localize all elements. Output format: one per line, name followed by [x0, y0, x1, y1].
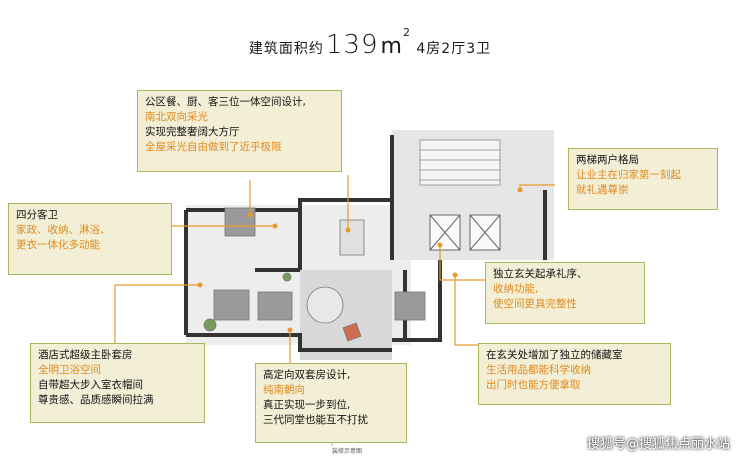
callout-text: 更衣一体化多动能	[16, 239, 100, 251]
leader-lines	[114, 175, 555, 365]
callout-double-suite: 高定向双套房设计, 纯南朝向 真正实现一步到位, 三代同堂也能互不打扰	[255, 363, 407, 443]
callout-text: 全屋采光自由做到了近乎极限	[145, 141, 282, 153]
callout-text: 高定向双套房设计,	[263, 369, 351, 381]
callout-text: 生活用品都能科学收纳	[486, 364, 591, 376]
callout-master-suite: 酒店式超级主卧套房 全明卫浴空间 自带超大步入室衣帽间 尊贵感、品质感瞬间拉满	[30, 343, 205, 423]
bed-2	[257, 291, 293, 321]
callout-text: 收纳功能,	[493, 283, 539, 295]
area-number: 139	[325, 30, 379, 60]
callout-text: 四分客卫	[16, 209, 58, 221]
bed-3	[394, 291, 426, 321]
plan-caption: 装修示意图	[332, 448, 363, 455]
callout-text: 三代同堂也能互不打扰	[263, 414, 368, 426]
armchair	[342, 322, 362, 342]
area-unit: m	[380, 34, 403, 59]
coffee-table	[306, 286, 344, 324]
watermark: 搜狐号@搜狐焦点丽水站	[586, 437, 730, 452]
bed-master	[213, 289, 250, 321]
callout-text: 实现完整奢阔大方厅	[145, 126, 240, 138]
callout-guest-bath: 四分客卫 家政、收纳、淋浴、 更衣一体化多动能	[8, 203, 172, 275]
callout-text: 让业主在归家第一刻起	[576, 169, 681, 181]
callout-text: 自带超大步入室衣帽间	[38, 379, 143, 391]
callout-text: 南北双向采光	[145, 111, 208, 123]
callout-text: 酒店式超级主卧套房	[38, 349, 133, 361]
callout-storage: 在玄关处增加了独立的储藏室 生活用品都能科学收纳 出门时也能方便拿取	[478, 343, 671, 405]
plan-elevators	[429, 214, 501, 251]
callout-elevator: 两梯两户格局 让业主在归家第一刻起 就礼遇尊崇	[568, 148, 718, 210]
callout-text: 全明卫浴空间	[38, 364, 101, 376]
callout-text: 使空间更具完整性	[493, 298, 577, 310]
callout-text: 独立玄关起承礼序、	[493, 268, 588, 280]
area-unit-sup: 2	[402, 26, 411, 39]
page-title: 建筑面积约139m2 4房2厅3卫	[0, 26, 740, 60]
callout-text: 两梯两户格局	[576, 154, 639, 166]
plant-2	[282, 272, 292, 282]
plant-1	[203, 318, 217, 332]
callout-text: 真正实现一步到位,	[263, 399, 351, 411]
callout-text: 出门时也能方便拿取	[486, 379, 581, 391]
layout-label: 4房2厅3卫	[416, 41, 492, 57]
callout-public-space: 公区餐、厨、客三位一体空间设计, 南北双向采光 实现完整奢阔大方厅 全屋采光自由…	[137, 90, 342, 172]
callout-text: 就礼遇尊崇	[576, 184, 629, 196]
callout-foyer: 独立玄关起承礼序、 收纳功能, 使空间更具完整性	[485, 262, 645, 324]
dining-table	[339, 219, 365, 256]
plan-stairs	[419, 139, 501, 186]
callout-text: 尊贵感、品质感瞬间拉满	[38, 394, 154, 406]
title-prefix: 建筑面积约	[248, 41, 324, 57]
callout-text: 家政、收纳、淋浴、	[16, 224, 111, 236]
callout-text: 纯南朝向	[263, 384, 305, 396]
callout-text: 在玄关处增加了独立的储藏室	[486, 349, 623, 361]
callout-text: 公区餐、厨、客三位一体空间设计,	[145, 96, 306, 108]
